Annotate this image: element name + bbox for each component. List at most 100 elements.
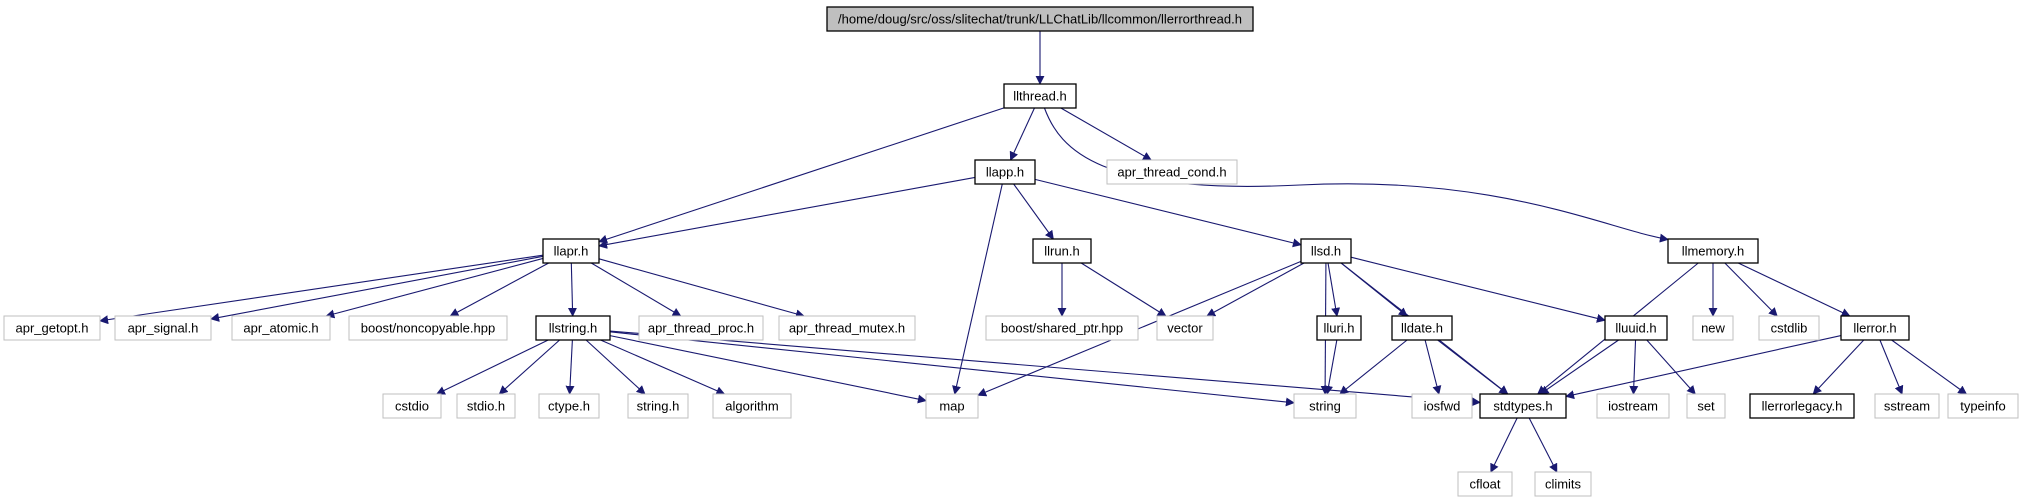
node-box — [382, 393, 442, 419]
node-set: set — [1686, 393, 1726, 419]
node-label: lluuid.h — [1615, 321, 1656, 336]
node-box — [114, 315, 212, 341]
node-box — [542, 238, 600, 264]
node-box — [231, 315, 331, 341]
node-label: llapp.h — [986, 165, 1024, 180]
edge-llerror-to-sstream — [1879, 339, 1904, 395]
edge-llapr-to-boost_noncopyable — [449, 262, 549, 317]
edge-llapr-to-apr_thread_proc — [590, 262, 682, 317]
node-box — [1411, 393, 1473, 419]
node-typeinfo: typeinfo — [1947, 393, 2019, 419]
node-box — [1106, 159, 1238, 185]
node-label: llerror.h — [1853, 321, 1896, 336]
edge-llerror-to-llerrorlegacy — [1812, 339, 1865, 395]
node-climits: climits — [1534, 471, 1592, 497]
node-cstdlib: cstdlib — [1758, 315, 1820, 341]
node-llrun[interactable]: llrun.h — [1032, 238, 1092, 264]
edge-stdtypes-to-cfloat — [1490, 417, 1518, 473]
node-box — [778, 315, 916, 341]
node-llerrorlegacy[interactable]: llerrorlegacy.h — [1749, 393, 1855, 419]
edge-llthread-to-apr_thread_cond — [1060, 107, 1152, 161]
node-apr-thread-proc: apr_thread_proc.h — [638, 315, 764, 341]
node-box — [1947, 393, 2019, 419]
edge-llapp-to-llapr — [598, 176, 976, 249]
node-sstream: sstream — [1874, 393, 1940, 419]
edge-llstring-to-ctype — [565, 339, 575, 395]
node-box — [638, 315, 764, 341]
node-label: vector — [1167, 321, 1203, 336]
node-llapr[interactable]: llapr.h — [542, 238, 600, 264]
node-llmemory[interactable]: llmemory.h — [1667, 238, 1759, 264]
node-box — [974, 159, 1036, 185]
node-apr-signal: apr_signal.h — [114, 315, 212, 341]
edge-lluuid-to-iostream — [1629, 339, 1639, 395]
node-box — [1003, 83, 1077, 109]
node-label: iostream — [1608, 399, 1658, 414]
edge-llrun-to-vector — [1080, 262, 1167, 317]
node-lluri[interactable]: lluri.h — [1316, 315, 1362, 341]
nodes: /home/doug/src/oss/slitechat/trunk/LLCha… — [3, 6, 2019, 497]
node-label: cstdio — [395, 399, 429, 414]
node-label: new — [1701, 321, 1725, 336]
node-label: ctype.h — [548, 399, 590, 414]
node-label: llmemory.h — [1682, 244, 1745, 259]
node-label: apr_atomic.h — [243, 321, 318, 336]
edge-lluri-to-string — [1324, 339, 1338, 395]
node-llerror[interactable]: llerror.h — [1840, 315, 1910, 341]
node-llstring[interactable]: llstring.h — [535, 315, 611, 341]
node-box — [1874, 393, 1940, 419]
node-box — [1604, 315, 1668, 341]
node-apr-atomic: apr_atomic.h — [231, 315, 331, 341]
edge-llstring-to-cstdio — [435, 339, 549, 395]
node-apr-getopt: apr_getopt.h — [3, 315, 101, 341]
node-label: /home/doug/src/oss/slitechat/trunk/LLCha… — [838, 12, 1242, 27]
node-label: lldate.h — [1401, 321, 1443, 336]
node-lluuid[interactable]: lluuid.h — [1604, 315, 1668, 341]
edge-llmemory-to-llerror — [1738, 262, 1851, 317]
node-cfloat: cfloat — [1457, 471, 1513, 497]
node-llsd[interactable]: llsd.h — [1300, 238, 1352, 264]
edge-llsd-to-lluuid — [1350, 256, 1606, 323]
node-label: string — [1309, 399, 1341, 414]
node-label: boost/shared_ptr.hpp — [1001, 321, 1123, 336]
edge-llsd-to-map — [977, 260, 1302, 397]
node-box — [1457, 471, 1513, 497]
node-label: cstdlib — [1771, 321, 1808, 336]
node-label: sstream — [1884, 399, 1930, 414]
node-box — [1316, 315, 1362, 341]
node-stdio: stdio.h — [456, 393, 516, 419]
node-label: llsd.h — [1311, 244, 1341, 259]
node-box — [1749, 393, 1855, 419]
edges — [99, 31, 1968, 473]
node-label: string.h — [637, 399, 680, 414]
edge-llthread-to-llmemory — [1043, 107, 1669, 243]
node-label: llerrorlegacy.h — [1762, 399, 1843, 414]
node-root[interactable]: /home/doug/src/oss/slitechat/trunk/LLCha… — [826, 6, 1254, 32]
node-label: apr_getopt.h — [15, 321, 88, 336]
node-box — [985, 315, 1139, 341]
node-boost-shared-ptr: boost/shared_ptr.hpp — [985, 315, 1139, 341]
edge-llstring-to-stdtypes — [609, 330, 1481, 407]
node-iosfwd: iosfwd — [1411, 393, 1473, 419]
node-boost-noncopyable: boost/noncopyable.hpp — [348, 315, 508, 341]
node-box — [1300, 238, 1352, 264]
node-box — [1758, 315, 1820, 341]
node-lldate[interactable]: lldate.h — [1391, 315, 1453, 341]
node-llthread[interactable]: llthread.h — [1003, 83, 1077, 109]
edge-llstring-to-map — [609, 335, 927, 404]
node-label: boost/noncopyable.hpp — [361, 321, 495, 336]
node-label: apr_thread_mutex.h — [789, 321, 905, 336]
edge-llerror-to-typeinfo — [1891, 339, 1968, 395]
edge-llapr-to-apr_getopt — [99, 254, 544, 325]
node-box — [1596, 393, 1670, 419]
node-llapp[interactable]: llapp.h — [974, 159, 1036, 185]
node-box — [1293, 393, 1357, 419]
edge-llstring-to-algorithm — [600, 339, 726, 395]
node-stdtypes[interactable]: stdtypes.h — [1479, 393, 1567, 419]
node-label: stdio.h — [467, 399, 505, 414]
node-string-h: string.h — [627, 393, 689, 419]
edge-llapr-to-apr_thread_mutex — [598, 258, 805, 319]
edge-llstring-to-stdio — [498, 339, 560, 395]
node-box — [712, 393, 792, 419]
